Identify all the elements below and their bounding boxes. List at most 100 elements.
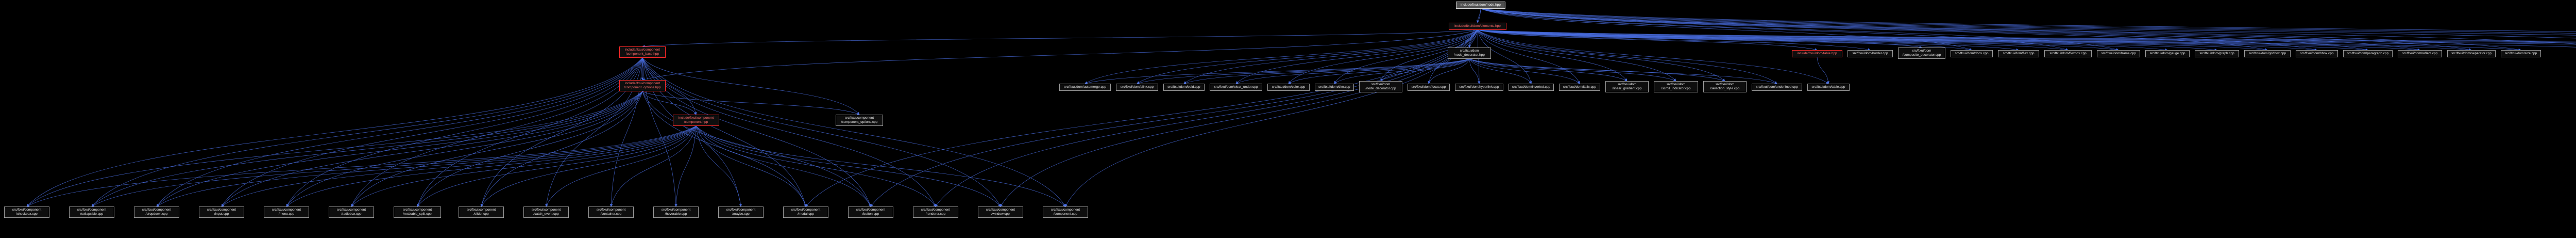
graph-node-label: src/ftxui/component xyxy=(661,208,691,212)
dependency-edge xyxy=(1084,58,1470,85)
graph-node-clear_under_cpp[interactable]: src/ftxui/dom/clear_under.cpp xyxy=(1210,84,1262,91)
graph-node-button_cpp[interactable]: src/ftxui/component/button.cpp xyxy=(848,207,893,218)
graph-node-node_hpp[interactable]: include/ftxui/dom/node.hpp xyxy=(1456,2,1505,9)
graph-node-label: /catch_event.cpp xyxy=(533,212,559,216)
dependency-edge xyxy=(870,29,1478,207)
graph-node-label: src/ftxui/dom/paragraph.cpp xyxy=(2347,52,2389,55)
graph-node-dbox_cpp[interactable]: src/ftxui/dom/dbox.cpp xyxy=(1951,50,1993,57)
graph-node-modal_cpp[interactable]: src/ftxui/component/modal.cpp xyxy=(783,207,828,218)
graph-node-elements_hpp[interactable]: include/ftxui/dom/elements.hpp xyxy=(1449,23,1506,30)
dependency-edge xyxy=(91,125,697,207)
dependency-edge xyxy=(696,125,871,207)
graph-node-resizable_split_cpp[interactable]: src/ftxui/component/resizable_split.cpp xyxy=(394,207,441,218)
graph-node-graph_cpp[interactable]: src/ftxui/dom/graph.cpp xyxy=(2195,50,2239,57)
graph-node-border_cpp[interactable]: src/ftxui/dom/border.cpp xyxy=(1848,50,1893,57)
graph-node-checkbox_cpp[interactable]: src/ftxui/component/checkbox.cpp xyxy=(4,207,49,218)
graph-node-gridbox_cpp[interactable]: src/ftxui/dom/gridbox.cpp xyxy=(2244,50,2291,57)
graph-node-label: /dropdown.cpp xyxy=(145,212,168,216)
graph-node-label: src/ftxui/dom/reflect.cpp xyxy=(2402,52,2438,55)
graph-node-label: src/ftxui/component xyxy=(466,208,496,212)
graph-node-label: /scroll_indicator.cpp xyxy=(1661,87,1691,90)
dependency-edge xyxy=(1480,8,2317,51)
graph-node-container_cpp[interactable]: src/ftxui/component/container.cpp xyxy=(588,207,634,218)
graph-node-flex_cpp[interactable]: src/ftxui/dom/flex.cpp xyxy=(1998,50,2039,57)
graph-node-paragraph_cpp[interactable]: src/ftxui/dom/paragraph.cpp xyxy=(2343,50,2393,57)
graph-node-hyperlink_cpp[interactable]: src/ftxui/dom/hyperlink.cpp xyxy=(1455,84,1503,91)
graph-node-blink_cpp[interactable]: src/ftxui/dom/blink.cpp xyxy=(1116,84,1158,91)
graph-node-radiobox_cpp[interactable]: src/ftxui/component/radiobox.cpp xyxy=(329,207,374,218)
graph-node-component_base_hpp[interactable]: include/ftxui/component/component_base.h… xyxy=(619,46,666,58)
graph-node-label: /selection_style.cpp xyxy=(1710,87,1740,90)
graph-node-label: /linear_gradient.cpp xyxy=(1612,87,1642,90)
graph-node-input_cpp[interactable]: src/ftxui/component/input.cpp xyxy=(199,207,244,218)
graph-node-label: src/ftxui/dom/graph.cpp xyxy=(2199,52,2234,55)
graph-node-table_cpp[interactable]: src/ftxui/dom/table.cpp xyxy=(1807,84,1850,91)
graph-node-maybe_cpp[interactable]: src/ftxui/component/maybe.cpp xyxy=(718,207,764,218)
graph-node-linear_gradient_cpp[interactable]: src/ftxui/dom/linear_gradient.cpp xyxy=(1605,81,1649,92)
dependency-edge xyxy=(26,91,643,207)
graph-node-component_options_hpp[interactable]: include/ftxui/component/component_option… xyxy=(619,80,666,91)
dependency-edge xyxy=(696,125,936,207)
graph-node-label: /window.cpp xyxy=(991,212,1010,216)
graph-node-automerge_cpp[interactable]: src/ftxui/dom/automerge.cpp xyxy=(1059,84,1111,91)
graph-node-dropdown_cpp[interactable]: src/ftxui/component/dropdown.cpp xyxy=(134,207,179,218)
dependency-edge xyxy=(1477,29,2576,43)
dependency-edge xyxy=(1480,8,2069,51)
graph-node-color_cpp[interactable]: src/ftxui/dom/color.cpp xyxy=(1267,84,1310,91)
graph-node-label: /component.cpp xyxy=(1053,212,1078,216)
dependency-edge xyxy=(1477,29,2472,52)
dependency-edge xyxy=(1428,58,1470,84)
graph-node-label: src/ftxui/component xyxy=(791,208,821,212)
dependency-edge xyxy=(642,29,1478,48)
graph-node-label: src/ftxui/dom/gridbox.cpp xyxy=(2248,52,2286,55)
graph-node-collapsible_cpp[interactable]: src/ftxui/component/collapsible.cpp xyxy=(69,207,114,218)
graph-node-label: src/ftxui/component xyxy=(272,208,301,212)
graph-node-label: src/ftxui/component xyxy=(142,208,172,212)
graph-node-selection_style_cpp[interactable]: src/ftxui/dom/selection_style.cpp xyxy=(1703,81,1747,92)
dependency-edge xyxy=(1477,29,2576,47)
graph-node-component_cpp[interactable]: src/ftxui/component/component.cpp xyxy=(1043,207,1088,218)
graph-node-separator_cpp[interactable]: src/ftxui/dom/separator.cpp xyxy=(2447,50,2496,57)
graph-node-dim_cpp[interactable]: src/ftxui/dom/dim.cpp xyxy=(1315,84,1354,91)
graph-node-reflect_cpp[interactable]: src/ftxui/dom/reflect.cpp xyxy=(2398,50,2442,57)
graph-node-gauge_cpp[interactable]: src/ftxui/dom/gauge.cpp xyxy=(2145,50,2190,57)
graph-node-label: src/ftxui/dom xyxy=(1666,83,1686,86)
graph-node-label: src/ftxui/dom/clear_under.cpp xyxy=(1214,85,1258,89)
graph-node-table_hpp[interactable]: include/ftxui/dom/table.hpp xyxy=(1792,50,1842,57)
graph-node-frame_cpp[interactable]: src/ftxui/dom/frame.cpp xyxy=(2097,50,2140,57)
graph-node-inverted_cpp[interactable]: src/ftxui/dom/inverted.cpp xyxy=(1509,84,1554,91)
graph-node-scroll_indicator_cpp[interactable]: src/ftxui/dom/scroll_indicator.cpp xyxy=(1654,81,1698,92)
graph-node-label: src/ftxui/dom/flexbox.cpp xyxy=(2049,52,2087,55)
graph-node-focus_cpp[interactable]: src/ftxui/dom/focus.cpp xyxy=(1408,84,1450,91)
dependency-edge xyxy=(1480,8,2472,51)
graph-node-component_hpp[interactable]: include/ftxui/component/component.hpp xyxy=(673,115,719,126)
graph-node-bold_cpp[interactable]: src/ftxui/dom/bold.cpp xyxy=(1163,84,1205,91)
graph-node-window_cpp[interactable]: src/ftxui/component/window.cpp xyxy=(978,207,1023,218)
dependency-edge xyxy=(286,125,697,207)
graph-node-component_options_cpp[interactable]: src/ftxui/component/component_options.cp… xyxy=(836,115,883,126)
graph-node-node_decorator_cpp[interactable]: src/ftxui/dom/node_decorator.cpp xyxy=(1359,81,1402,92)
graph-node-underlined_cpp[interactable]: src/ftxui/dom/underlined.cpp xyxy=(1752,84,1802,91)
graph-node-node_decorator_hpp[interactable]: src/ftxui/dom/node_decorator.hpp xyxy=(1448,47,1491,59)
graph-node-menu_cpp[interactable]: src/ftxui/component/menu.cpp xyxy=(264,207,309,218)
graph-node-composite_decorator_cpp[interactable]: src/ftxui/dom/composite_decorator.cpp xyxy=(1898,47,1945,59)
graph-node-hoverable_cpp[interactable]: src/ftxui/component/hoverable.cpp xyxy=(653,207,699,218)
dependency-edge xyxy=(1477,29,2576,45)
graph-node-flexbox_cpp[interactable]: src/ftxui/dom/flexbox.cpp xyxy=(2044,50,2092,57)
graph-node-label: /component_base.hpp xyxy=(625,52,659,56)
dependency-edge xyxy=(1476,8,1481,23)
graph-node-label: src/ftxui/component xyxy=(207,208,236,212)
dependency-edge xyxy=(642,57,1066,207)
dependency-edge xyxy=(642,57,1001,207)
graph-node-hbox_cpp[interactable]: src/ftxui/dom/hbox.cpp xyxy=(2296,50,2338,57)
graph-node-renderer_cpp[interactable]: src/ftxui/component/renderer.cpp xyxy=(913,207,958,218)
graph-node-size_cpp[interactable]: src/ftxui/dom/size.cpp xyxy=(2501,50,2541,57)
graph-node-label: /container.cpp xyxy=(600,212,622,216)
graph-node-catch_event_cpp[interactable]: src/ftxui/component/catch_event.cpp xyxy=(523,207,569,218)
dependency-edge xyxy=(26,57,643,207)
graph-node-italic_cpp[interactable]: src/ftxui/dom/italic.cpp xyxy=(1559,84,1600,91)
dependency-edge xyxy=(480,91,643,207)
dependency-edge xyxy=(642,57,860,115)
graph-node-slider_cpp[interactable]: src/ftxui/component/slider.cpp xyxy=(459,207,504,218)
graph-node-label: src/ftxui/dom/hyperlink.cpp xyxy=(1459,85,1499,89)
